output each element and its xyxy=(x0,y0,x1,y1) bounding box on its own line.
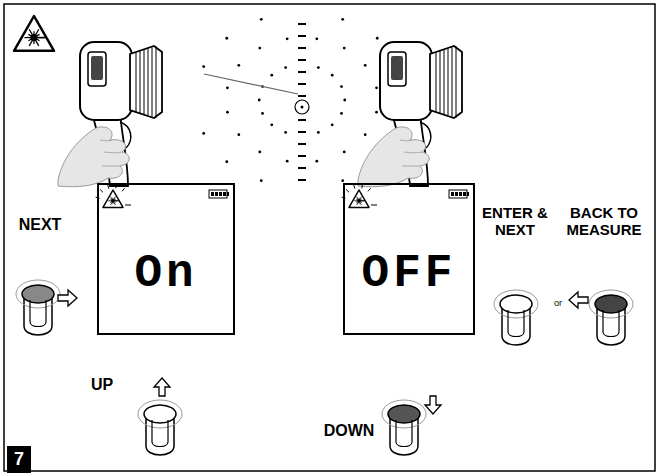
thermometer-laser-on xyxy=(58,42,162,187)
button-label: ENTER & NEXT xyxy=(480,204,550,239)
page-number: 7 xyxy=(14,449,24,470)
lcd-reading: On xyxy=(134,248,197,300)
button-label: UP xyxy=(82,376,122,394)
up-button xyxy=(138,400,182,455)
button-label: NEXT xyxy=(10,216,70,234)
next-arrow xyxy=(58,290,77,306)
back-button xyxy=(589,290,633,345)
lcd-reading: OFF xyxy=(362,248,457,300)
or-label: or xyxy=(548,298,568,308)
back-arrow xyxy=(569,292,588,308)
thermometer-laser-off xyxy=(358,42,462,187)
screen-icons-off xyxy=(342,184,469,207)
page-number-box: 7 xyxy=(7,446,31,473)
laser-warning-sign xyxy=(14,16,54,51)
lcd-screen: OFF xyxy=(343,183,475,335)
up-arrow xyxy=(154,378,170,396)
frame xyxy=(4,4,655,471)
button-label: BACK TO MEASURE xyxy=(558,204,650,239)
screen-icons-on xyxy=(96,184,229,207)
next-button xyxy=(16,280,60,335)
enter-button xyxy=(494,290,538,345)
down-arrow xyxy=(425,396,441,414)
button-label: DOWN xyxy=(318,422,380,440)
lcd-screen: On xyxy=(97,183,235,335)
down-button xyxy=(382,400,426,455)
